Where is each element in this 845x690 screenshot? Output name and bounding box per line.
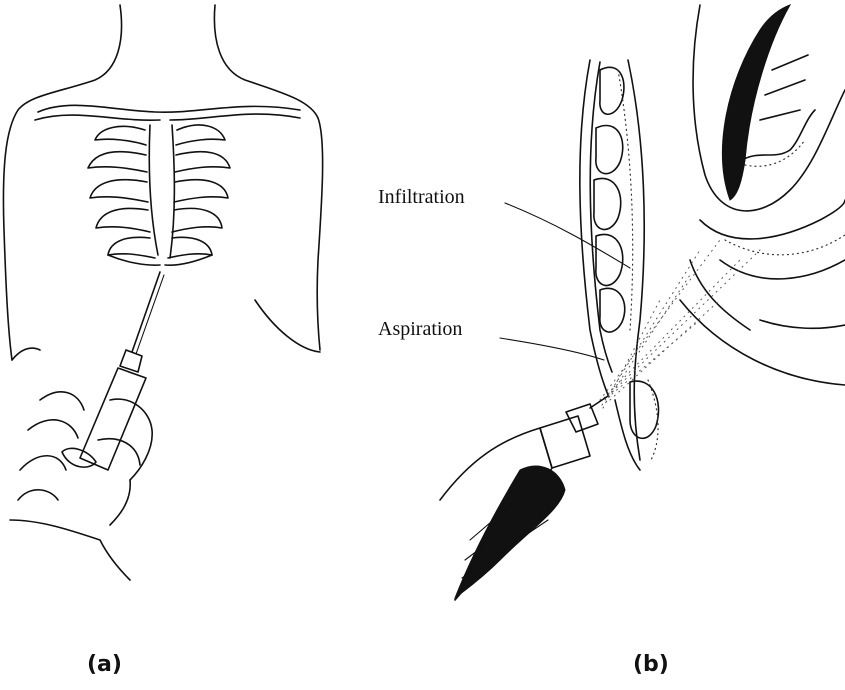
leader-lines (500, 203, 630, 360)
organ-section (680, 5, 845, 385)
panel-a-label: (a) (87, 652, 122, 677)
spray-pattern (600, 240, 760, 408)
infiltration-label: Infiltration (378, 186, 465, 209)
aspiration-label: Aspiration (378, 318, 462, 341)
syringe-b (440, 396, 608, 600)
panel-b-label: (b) (633, 652, 669, 677)
aspiration-leader (500, 338, 604, 360)
